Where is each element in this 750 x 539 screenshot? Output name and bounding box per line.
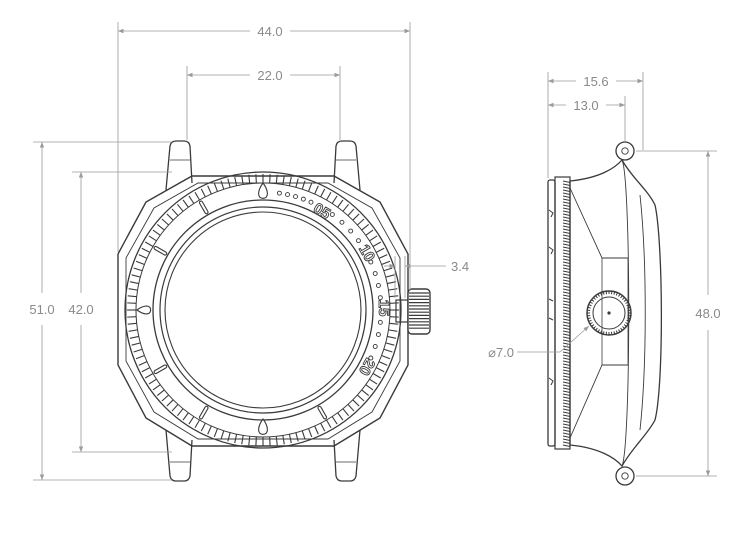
dim-crown-diameter: ⌀7.0	[488, 325, 590, 360]
front-view: 05 10 15 20	[117, 140, 431, 482]
crystal-inner	[164, 211, 362, 409]
crystal-outer	[159, 206, 367, 414]
dim-side-total: 15.6	[547, 72, 644, 178]
lug-bottom-right	[333, 429, 361, 482]
lug-bottom-left	[165, 429, 193, 482]
dim-side-height: 48.0	[636, 150, 721, 477]
dim-case-length: 42.0	[68, 171, 172, 453]
dim-label-crown-diameter: ⌀7.0	[488, 345, 514, 360]
bezel-tooth-root	[135, 182, 391, 438]
dim-bezel-width: 22.0	[186, 66, 341, 140]
side-bezel-knurling	[562, 180, 571, 447]
bezel-minute-dots	[276, 190, 383, 361]
dim-side-case: 13.0	[548, 96, 626, 142]
bezel-outer-ring	[124, 171, 402, 449]
side-view	[547, 141, 663, 486]
lug-top-right	[333, 140, 361, 191]
dim-label-crown-offset: 3.4	[451, 259, 469, 274]
side-case-body	[569, 158, 663, 468]
side-lug-top	[615, 141, 635, 161]
dim-label-overall-length: 51.0	[29, 302, 54, 317]
dim-label-case-length: 42.0	[68, 302, 93, 317]
bezel-number-10: 10	[355, 242, 378, 265]
bezel-number-20: 20	[355, 355, 378, 378]
dim-label-bezel-width: 22.0	[257, 68, 282, 83]
dim-label-side-total: 15.6	[583, 74, 608, 89]
dim-label-side-height: 48.0	[695, 306, 720, 321]
dim-overall-width: 44.0	[117, 22, 411, 290]
case-facet	[125, 182, 401, 440]
side-crystal	[547, 179, 556, 447]
bezel-insert-inner	[152, 199, 374, 421]
bezel-teeth	[127, 174, 399, 446]
bezel-number-15: 15	[375, 300, 392, 317]
side-bezel	[554, 176, 571, 450]
case-outline	[117, 175, 409, 447]
dim-label-overall-width: 44.0	[257, 24, 282, 39]
crown-front	[395, 288, 431, 335]
side-lug-bottom	[615, 466, 635, 486]
lug-top-left	[165, 140, 193, 191]
dim-overall-length: 51.0	[29, 141, 172, 481]
dim-crown-offset: 3.4	[384, 256, 469, 298]
bezel-number-05: 05	[310, 200, 333, 223]
dim-label-side-case: 13.0	[573, 98, 598, 113]
crown-side	[586, 290, 632, 336]
bezel-markers	[136, 182, 328, 435]
